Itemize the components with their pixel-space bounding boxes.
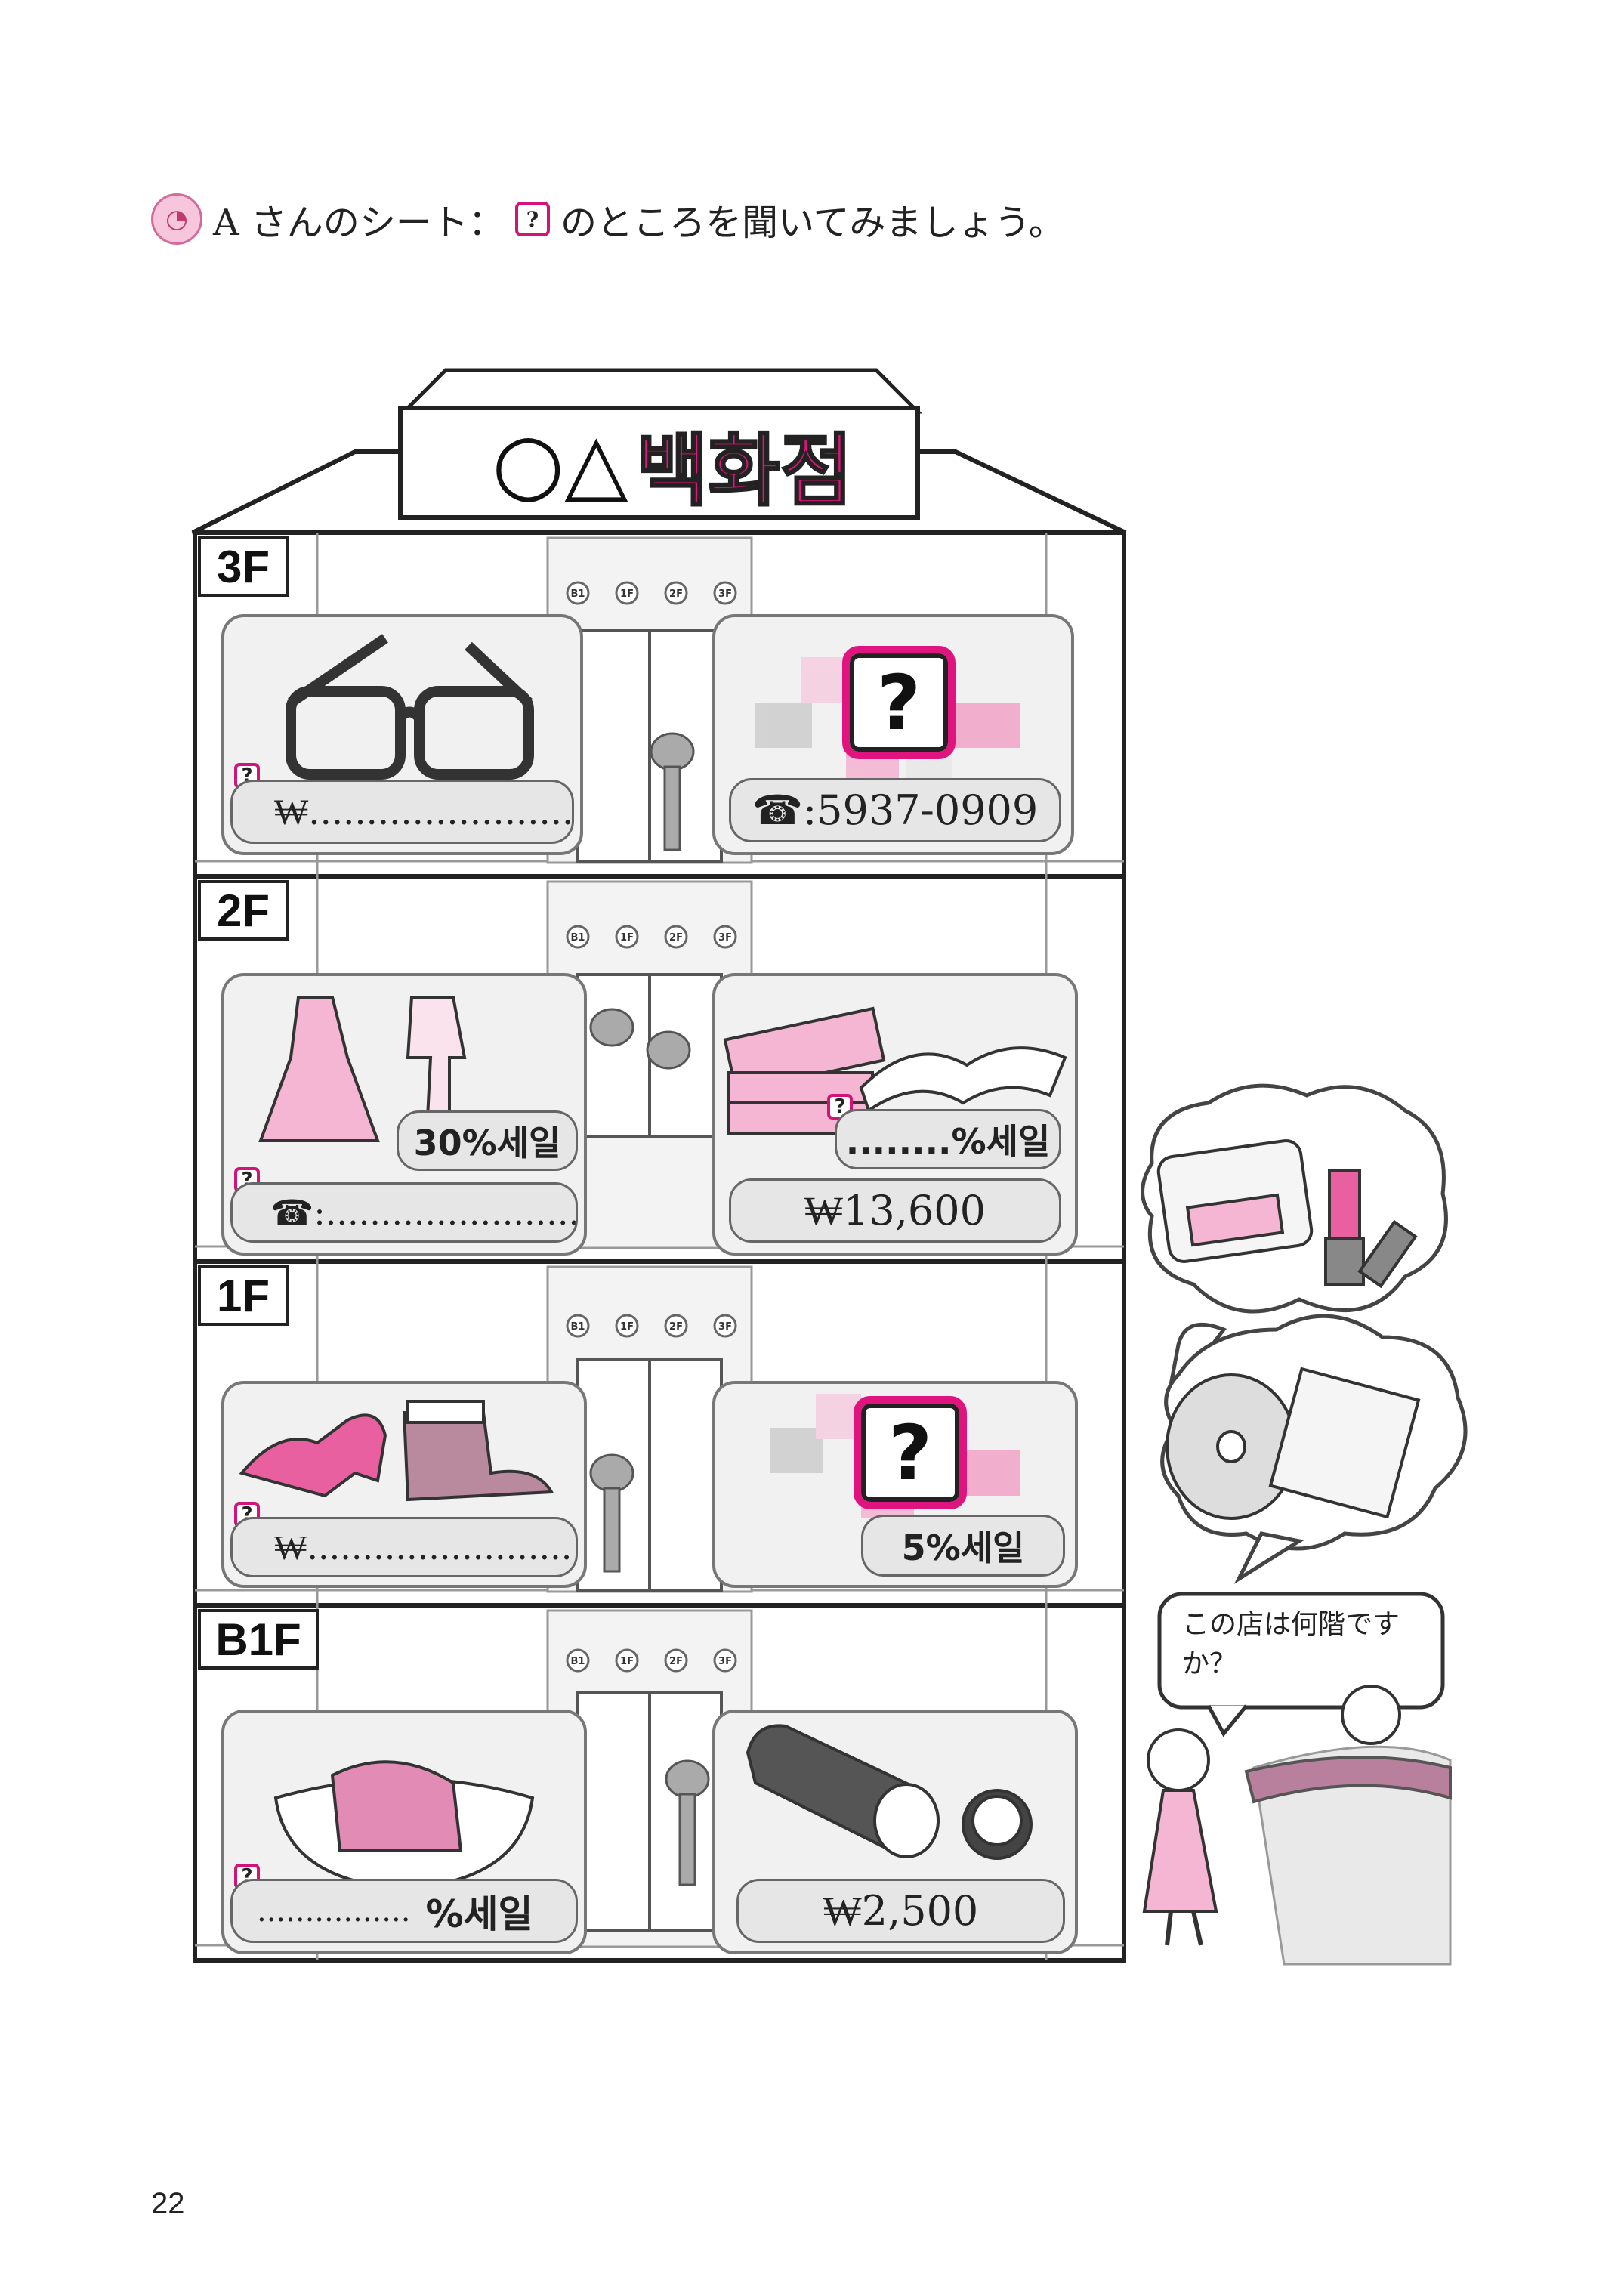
store-sign-board [398,406,920,520]
elevator-floor-indicator: 2F [669,588,683,600]
elevator-floor-indicator: 2F [669,1321,683,1333]
elevator-floor-indicator: B1 [571,1321,585,1333]
price-value: ₩........................ [274,790,574,833]
elevator-floor-indicator: B1 [571,932,585,944]
speech-line-1: この店は何階です [1182,1609,1400,1640]
phone-value: ☎:5937-0909 [752,786,1039,834]
sale-dots: ................ [257,1893,411,1929]
elevator-floor-indicator: 1F [620,1321,634,1333]
speaker-icon: ◔ [151,193,202,245]
bowl-icon [273,1760,535,1891]
reception-scene [1142,1685,1452,1966]
sale-value: ........%세일 [845,1121,1051,1162]
elevator-floor-indicator: 3F [718,588,732,600]
sale-field-2f-right[interactable]: ........%세일 [835,1109,1061,1169]
floor-label-3f: 3F [198,536,289,597]
phone-value: ☎:........................ [270,1192,578,1233]
sale-field-b1-left[interactable]: ................ %세일 [230,1879,578,1943]
sale-badge-1f-right: 5%세일 [861,1515,1065,1577]
sale-badge-2f-left: 30%세일 [397,1110,578,1171]
sale-value: %세일 [425,1892,533,1936]
gimbap-icon [746,1724,1033,1860]
price-field-3f-left[interactable]: ₩........................ [230,780,574,844]
elevator-floor-indicator: 1F [620,588,634,600]
phone-field-2f-left[interactable]: ☎:........................ [230,1182,578,1243]
speech-line-2: か？ [1182,1648,1237,1679]
elevator-floor-indicator: 3F [718,932,732,944]
sale-value: 30%세일 [413,1123,561,1163]
page-number: 22 [151,2187,185,2220]
glasses-icon [286,634,534,780]
price-value: ₩........................ [274,1527,573,1568]
phone-field-3f-right: ☎:5937-0909 [729,778,1061,842]
elevator-floor-indicator: 2F [669,932,683,944]
elevator-floor-indicator: 3F [718,1656,732,1667]
elevator-floor-indicator: 3F [718,1321,732,1333]
floor-label-1f: 1F [198,1265,289,1326]
instruction-line: ◔ A さんのシート： ? のところを聞いてみましょう。 [151,193,1065,246]
store-sign: ○△ 백화점 [431,414,914,517]
elevator-floor-indicator: 2F [669,1656,683,1667]
shoes-icon [239,1400,554,1502]
big-question-mark-icon: ? [854,1396,967,1509]
elevator-floor-indicator: 1F [620,932,634,944]
price-value: ₩13,600 [804,1187,986,1234]
speech-bubble-text: この店は何階です か？ [1182,1605,1431,1684]
elevator-floor-indicator: B1 [571,1656,585,1667]
price-field-b1-right: ₩2,500 [736,1879,1065,1943]
cd-magazine-icon [1166,1367,1421,1520]
floor-label-b1f: B1F [198,1609,319,1670]
sale-value: 5%세일 [901,1527,1025,1568]
instruction-suffix: のところを聞いてみましょう。 [560,202,1065,244]
store-name: 백화점 [634,423,854,517]
elevator-floor-indicator: 1F [620,1656,634,1667]
store-symbols: ○△ [492,415,628,511]
books-icon [723,1006,1067,1135]
question-mark-icon: ? [514,202,550,236]
speech-bubble [1157,1592,1445,1737]
price-field-2f-right: ₩13,600 [729,1178,1061,1243]
floor-label-2f: 2F [198,880,289,941]
elevator-floor-indicator: B1 [571,588,585,600]
price-field-1f-left[interactable]: ₩........................ [230,1517,578,1577]
price-value: ₩2,500 [823,1887,979,1935]
cosmetics-icon [1156,1139,1418,1289]
instruction-prefix: A さんのシート： [213,202,505,244]
big-question-mark-icon: ? [842,646,956,759]
